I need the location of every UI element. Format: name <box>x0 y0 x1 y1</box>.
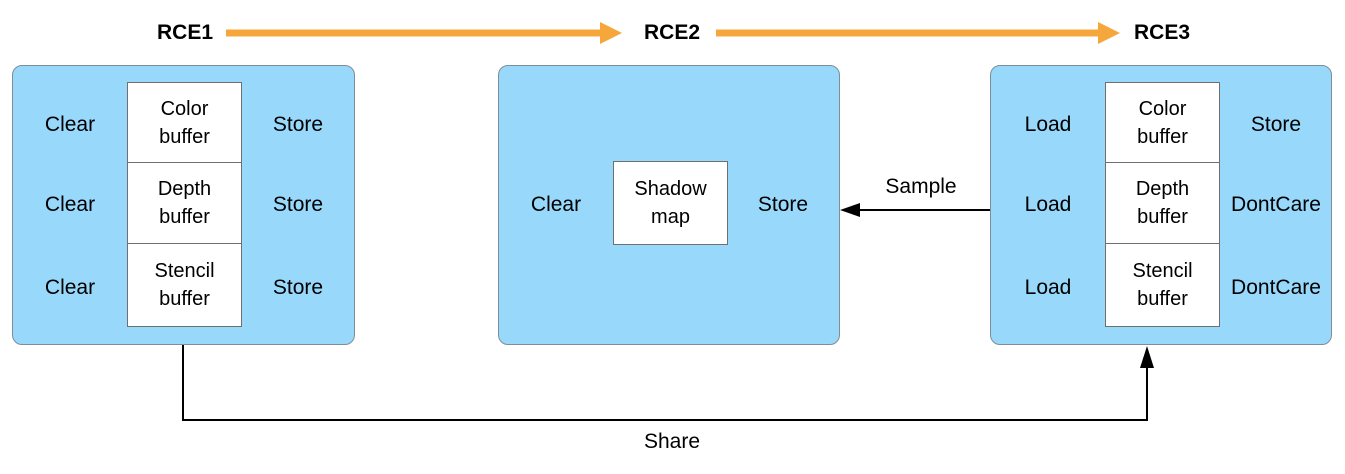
rce1-color-store: Store <box>272 113 324 136</box>
rce3-stencil-buffer-line2: buffer <box>1137 288 1188 310</box>
sample-arrow <box>840 203 990 217</box>
rce1-stencil-buffer-line1: Stencil <box>154 260 215 282</box>
rce2-store: Store <box>757 193 809 216</box>
rce1-depth-buffer-line2: buffer <box>159 206 210 228</box>
rce3-color-load: Load <box>1024 113 1072 136</box>
share-arrow <box>182 345 1154 421</box>
rce3-color-buffer: Color buffer <box>1105 82 1220 163</box>
rce1-stencil-load: Clear <box>44 276 96 299</box>
shadow-map-buffer: Shadow map <box>613 161 728 245</box>
rce3-title: RCE3 <box>1133 21 1191 44</box>
rce3-stencil-buffer-line1: Stencil <box>1132 260 1193 282</box>
rce3-color-buffer-line1: Color <box>1138 97 1187 120</box>
rce3-depth-buffer: Depth buffer <box>1105 162 1220 244</box>
flow-arrow-rce2-rce3 <box>716 22 1120 44</box>
rce1-depth-buffer-line1: Depth <box>157 178 212 200</box>
rce3-color-buffer-line2: buffer <box>1137 125 1188 148</box>
rce1-depth-store: Store <box>272 193 324 216</box>
shadow-map-line2: map <box>651 206 690 228</box>
rce1-color-buffer: Color buffer <box>127 82 242 163</box>
rce3-stencil-buffer: Stencil buffer <box>1105 243 1220 327</box>
rce1-color-load: Clear <box>44 113 96 136</box>
rce1-depth-buffer: Depth buffer <box>127 162 242 244</box>
rce3-depth-buffer-line1: Depth <box>1135 178 1190 200</box>
rce3-color-store: Store <box>1250 113 1302 136</box>
rce1-stencil-store: Store <box>272 276 324 299</box>
rce1-stencil-buffer-line2: buffer <box>159 288 210 310</box>
rce3-stencil-store: DontCare <box>1231 276 1321 299</box>
sample-label: Sample <box>885 175 957 198</box>
rce2-title: RCE2 <box>643 21 701 44</box>
flow-arrow-rce1-rce2 <box>226 22 622 44</box>
rce3-depth-buffer-line2: buffer <box>1137 206 1188 228</box>
shadow-map-line1: Shadow <box>634 178 707 200</box>
rce1-color-buffer-line2: buffer <box>159 125 210 148</box>
rce1-color-buffer-line1: Color <box>160 97 209 120</box>
rce3-stencil-load: Load <box>1024 276 1072 299</box>
rce3-depth-load: Load <box>1024 193 1072 216</box>
rce1-stencil-buffer: Stencil buffer <box>127 243 242 327</box>
rce1-title: RCE1 <box>156 21 214 44</box>
rce2-load: Clear <box>530 193 582 216</box>
rce3-depth-store: DontCare <box>1231 193 1321 216</box>
rce1-depth-load: Clear <box>44 193 96 216</box>
share-label: Share <box>643 430 701 453</box>
